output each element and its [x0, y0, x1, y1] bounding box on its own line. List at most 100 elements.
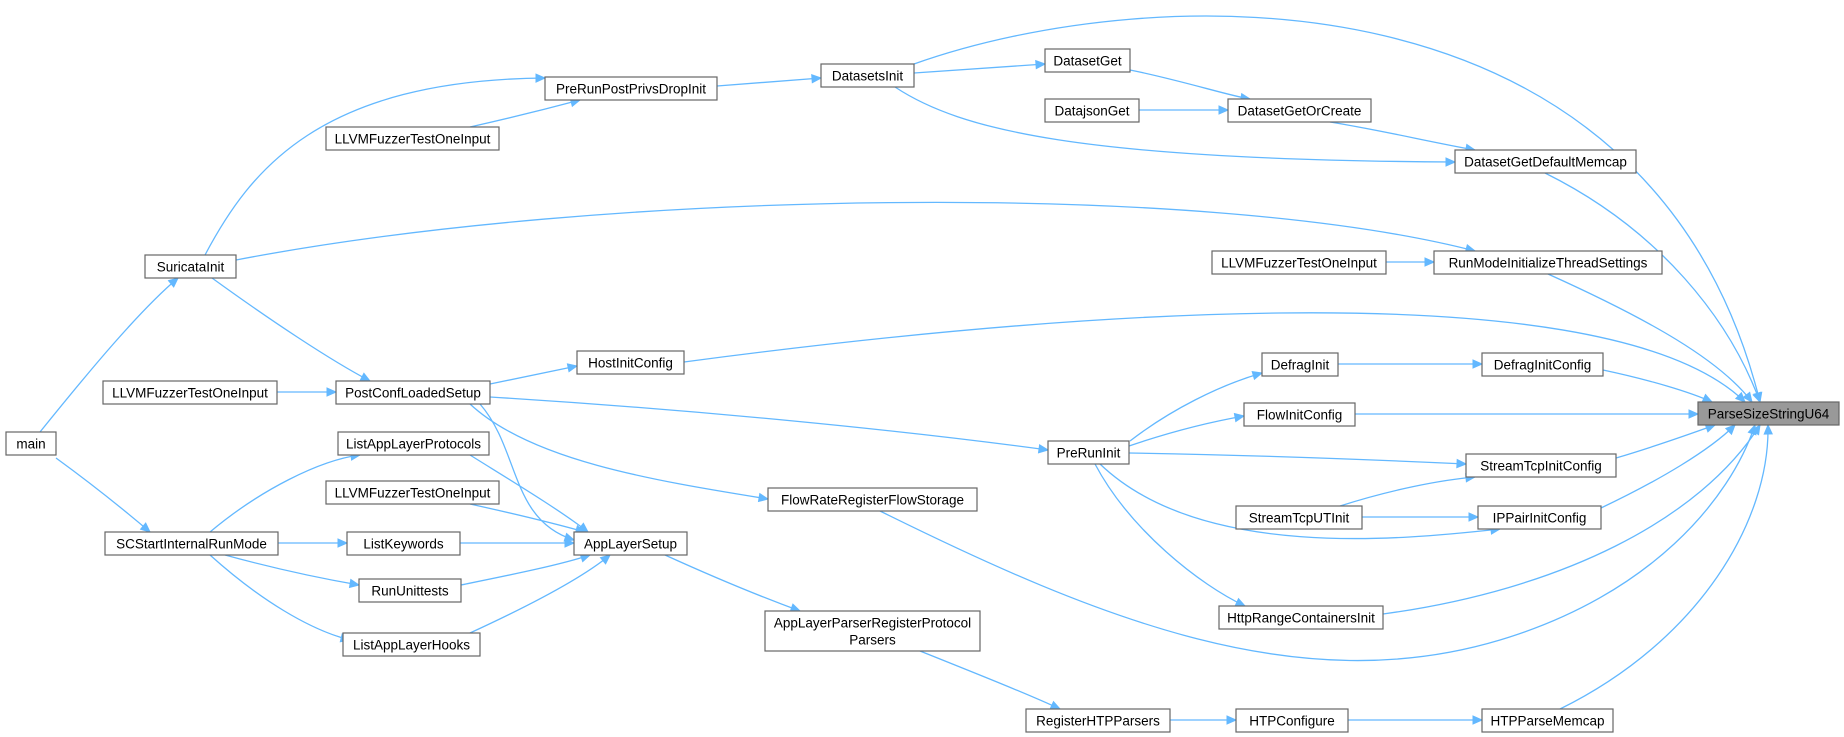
node-HostInitConfig[interactable]: HostInitConfig: [576, 350, 685, 375]
node-box[interactable]: [342, 632, 481, 657]
node-ListAppLayerProtocols[interactable]: ListAppLayerProtocols: [337, 431, 490, 456]
edge-arrowhead: [564, 538, 576, 548]
node-SCStartInternalRunMode[interactable]: SCStartInternalRunMode: [104, 531, 279, 556]
node-DatasetGetDefaultMemcap[interactable]: DatasetGetDefaultMemcap: [1454, 149, 1637, 174]
node-box[interactable]: [337, 431, 490, 456]
edge-PostConfLoadedSetup-to-FlowRateRegisterFlowStorage: [469, 403, 769, 500]
node-box[interactable]: [1243, 402, 1356, 427]
edge-main-to-SuricataInit: [39, 277, 179, 433]
node-PreRunInit[interactable]: PreRunInit: [1047, 440, 1130, 465]
node-box[interactable]: [1481, 708, 1614, 733]
edge-arrowhead: [1468, 512, 1480, 522]
edge-LLVMFuzzer1-to-PreRunPostPrivsDropInit: [469, 99, 581, 128]
node-StreamTcpInitConfig[interactable]: StreamTcpInitConfig: [1465, 453, 1617, 478]
node-box[interactable]: [1454, 149, 1637, 174]
node-box[interactable]: [346, 531, 461, 556]
edge-PreRunInit-to-FlowInitConfig: [1128, 415, 1245, 447]
node-DefragInit[interactable]: DefragInit: [1261, 352, 1339, 377]
node-DefragInitConfig[interactable]: DefragInitConfig: [1481, 352, 1604, 377]
node-box[interactable]: [358, 578, 462, 603]
node-RunUnittests[interactable]: RunUnittests: [358, 578, 462, 603]
edge-FlowRateRegisterFlowStorage-to-ParseSizeStringU64: [879, 424, 1756, 662]
node-SuricataInit[interactable]: SuricataInit: [144, 254, 237, 279]
node-DatasetGet[interactable]: DatasetGet: [1044, 48, 1131, 73]
edge-arrowhead: [599, 554, 611, 565]
node-box[interactable]: [5, 431, 57, 456]
node-box[interactable]: [144, 254, 237, 279]
edge-arrowhead: [1226, 715, 1238, 725]
edge-RunModeInitializeThreadSettings-to-ParseSizeStringU64: [1547, 273, 1753, 403]
node-PreRunPostPrivsDropInit[interactable]: PreRunPostPrivsDropInit: [544, 76, 718, 101]
node-box[interactable]: [1261, 352, 1339, 377]
node-box[interactable]: [1025, 708, 1171, 733]
node-box[interactable]: [544, 76, 718, 101]
node-RegisterHTPParsers[interactable]: RegisterHTPParsers: [1025, 708, 1171, 733]
node-LLVMFuzzer2[interactable]: LLVMFuzzerTestOneInput: [1211, 250, 1387, 275]
node-HTPParseMemcap[interactable]: HTPParseMemcap: [1481, 708, 1614, 733]
node-ParseSizeStringU64[interactable]: ParseSizeStringU64: [1697, 401, 1840, 426]
node-StreamTcpUTInit[interactable]: StreamTcpUTInit: [1235, 505, 1363, 530]
node-box[interactable]: [1235, 505, 1363, 530]
node-box[interactable]: [1433, 250, 1663, 275]
edge-arrowhead: [1750, 423, 1761, 436]
edge-AppLayerParserRegisterProtocolParsers-to-RegisterHTPParsers: [919, 650, 1061, 710]
node-RunModeInitializeThreadSettings[interactable]: RunModeInitializeThreadSettings: [1433, 250, 1663, 275]
node-box[interactable]: [1044, 98, 1140, 123]
node-DatasetGetOrCreate[interactable]: DatasetGetOrCreate: [1227, 98, 1372, 123]
node-box[interactable]: [1481, 352, 1604, 377]
edge-DatasetsInit-to-DatasetGet: [913, 63, 1046, 74]
node-LLVMFuzzer3[interactable]: LLVMFuzzerTestOneInput: [102, 380, 278, 405]
node-box[interactable]: [1047, 440, 1130, 465]
node-AppLayerSetup[interactable]: AppLayerSetup: [573, 531, 688, 556]
node-box[interactable]: [573, 531, 688, 556]
node-box[interactable]: [1227, 98, 1372, 123]
edge-SuricataInit-to-RunModeInitializeThreadSettings: [235, 201, 1476, 261]
node-label: AppLayerSetup: [584, 537, 677, 552]
edge-arrowhead: [359, 372, 372, 382]
node-box[interactable]: [1211, 250, 1387, 275]
node-box[interactable]: [104, 531, 279, 556]
node-label: HTPConfigure: [1249, 714, 1335, 729]
node-FlowInitConfig[interactable]: FlowInitConfig: [1243, 402, 1356, 427]
node-DatajsonGet[interactable]: DatajsonGet: [1044, 98, 1140, 123]
node-box[interactable]: [325, 126, 500, 151]
node-box[interactable]: [820, 63, 915, 88]
node-box[interactable]: [767, 487, 978, 512]
node-box[interactable]: [1477, 505, 1602, 530]
node-label: LLVMFuzzerTestOneInput: [335, 132, 491, 147]
edge-arrowhead: [1752, 391, 1762, 404]
node-box[interactable]: [1044, 48, 1131, 73]
node-PostConfLoadedSetup[interactable]: PostConfLoadedSetup: [335, 380, 491, 405]
node-IPPairInitConfig[interactable]: IPPairInitConfig: [1477, 505, 1602, 530]
node-ListKeywords[interactable]: ListKeywords: [346, 531, 461, 556]
node-LLVMFuzzer4[interactable]: LLVMFuzzerTestOneInput: [325, 480, 500, 505]
edge-arrowhead: [1037, 443, 1050, 454]
node-FlowRateRegisterFlowStorage[interactable]: FlowRateRegisterFlowStorage: [767, 487, 978, 512]
node-HTPConfigure[interactable]: HTPConfigure: [1235, 708, 1349, 733]
node-box[interactable]: [1235, 708, 1349, 733]
node-box[interactable]: [1465, 453, 1617, 478]
node-box[interactable]: [325, 480, 500, 505]
node-label: SuricataInit: [157, 260, 225, 275]
node-box[interactable]: [102, 380, 278, 405]
node-box[interactable]: [335, 380, 491, 405]
node-box[interactable]: [1697, 401, 1840, 426]
edge-arrowhead: [1251, 370, 1264, 381]
node-ListAppLayerHooks[interactable]: ListAppLayerHooks: [342, 632, 481, 657]
edge-arrowhead: [811, 73, 823, 84]
node-label: ListKeywords: [363, 537, 444, 552]
node-label: Parsers: [849, 633, 896, 648]
node-box[interactable]: [764, 610, 981, 652]
node-main[interactable]: main: [5, 431, 57, 456]
edge-arrowhead: [1472, 715, 1484, 725]
node-LLVMFuzzer1[interactable]: LLVMFuzzerTestOneInput: [325, 126, 500, 151]
node-HttpRangeContainersInit[interactable]: HttpRangeContainersInit: [1218, 605, 1384, 630]
node-box[interactable]: [576, 350, 685, 375]
node-label: main: [16, 437, 45, 452]
node-box[interactable]: [1218, 605, 1384, 630]
node-label: RunUnittests: [371, 584, 449, 599]
node-label: DatasetGetDefaultMemcap: [1464, 155, 1627, 170]
node-DatasetsInit[interactable]: DatasetsInit: [820, 63, 915, 88]
